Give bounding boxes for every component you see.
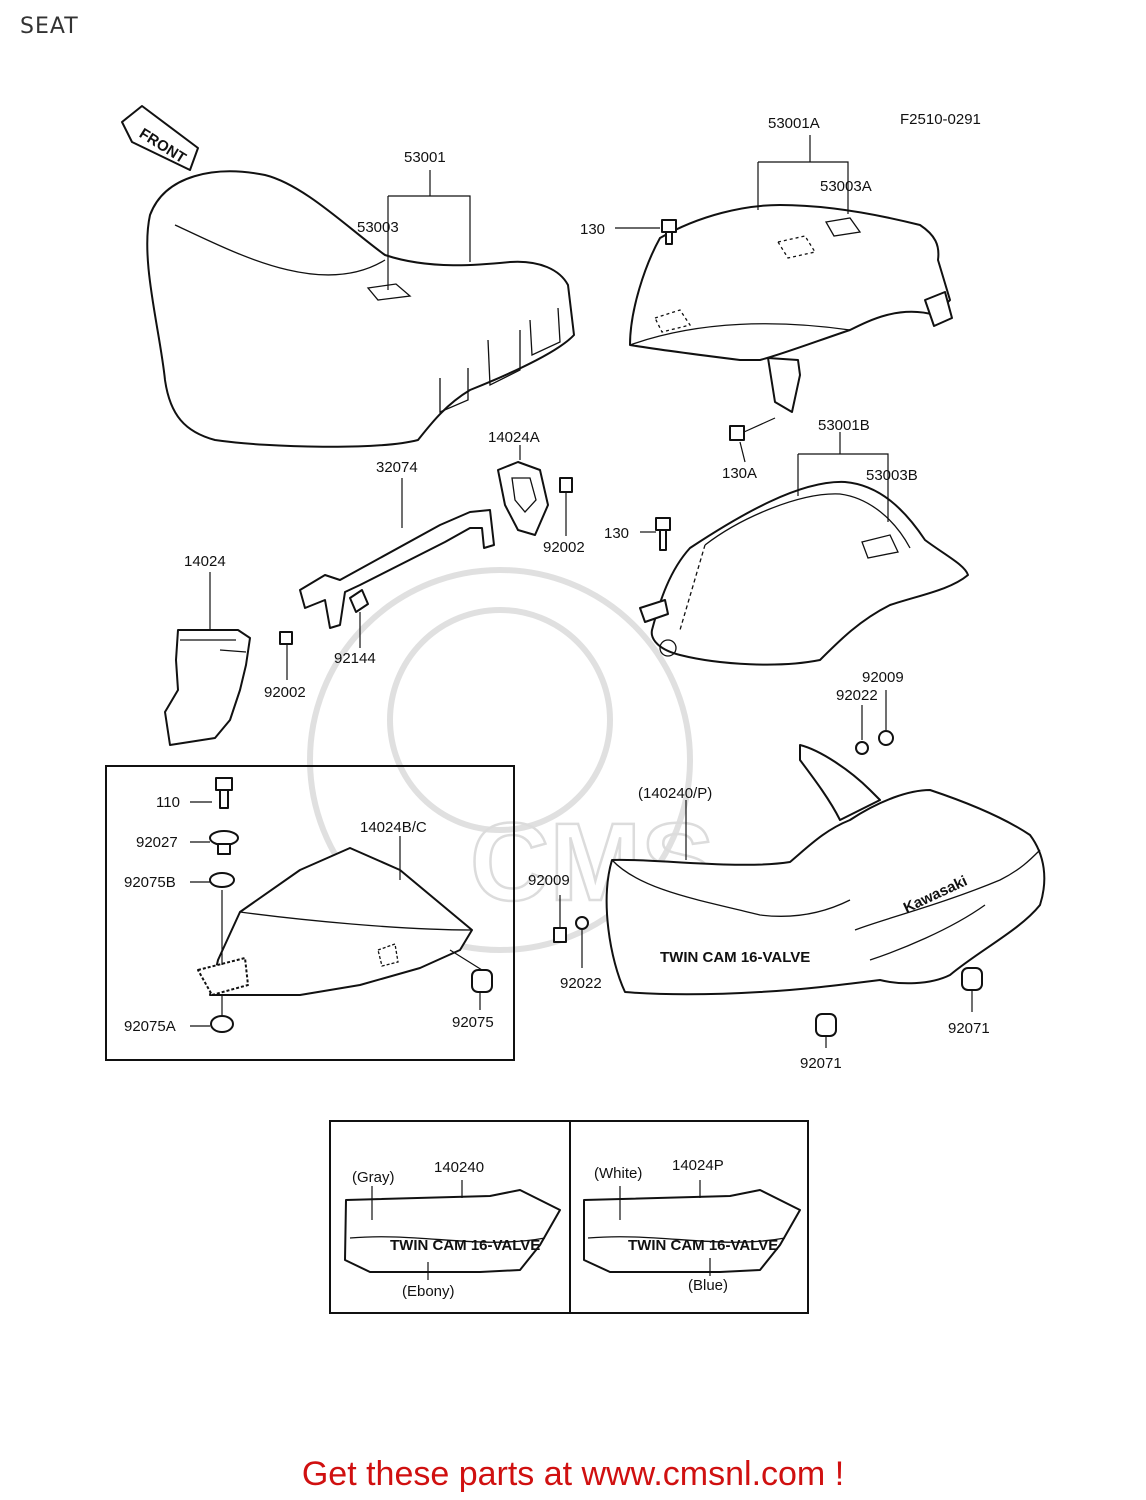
tail-cowl-140240P: Kawasaki TWIN CAM 16-VALVE (605, 744, 1046, 996)
detail-box-14024BC (105, 765, 515, 1061)
bracket-32074 (279, 509, 495, 645)
label-110: 110 (156, 794, 180, 811)
bolt-130-mid (639, 517, 671, 623)
label-92144: 92144 (334, 650, 376, 667)
label-130-mid: 130 (604, 525, 629, 542)
label-53001A: 53001A (768, 115, 820, 132)
label-140240-bottom-color: (Ebony) (402, 1283, 455, 1300)
diagram-code: F2510-0291 (900, 111, 981, 128)
label-92002-b: 92002 (264, 684, 306, 701)
front-arrow-icon: FRONT (121, 105, 199, 171)
variant-140240: TWIN CAM 16-VALVE (344, 1180, 561, 1280)
label-92022-b: 92022 (560, 975, 602, 992)
grommets-92071 (815, 967, 983, 1048)
label-92071-b: 92071 (948, 1020, 990, 1037)
label-14024: 14024 (184, 553, 226, 570)
label-53003: 53003 (357, 219, 399, 236)
label-14024BC: 14024B/C (360, 819, 427, 836)
page-title: SEAT (20, 14, 79, 39)
label-140240P: (140240/P) (638, 785, 712, 802)
variant-14024P: TWIN CAM 16-VALVE (583, 1180, 801, 1276)
label-92075B: 92075B (124, 874, 176, 891)
label-140240-top-color: (Gray) (352, 1169, 395, 1186)
main-seat-53001 (146, 170, 575, 448)
leader-32074 (286, 478, 403, 680)
leader-53001A (757, 135, 849, 214)
label-14024P-bottom-color: (Blue) (688, 1277, 728, 1294)
label-140240: 140240 (434, 1159, 484, 1176)
label-53001B: 53001B (818, 417, 870, 434)
side-cover-14024 (164, 572, 251, 746)
bolt-130A (729, 417, 776, 441)
variant-140240-stripe: TWIN CAM 16-VALVE (390, 1237, 540, 1254)
label-53001: 53001 (404, 149, 446, 166)
fasteners-92009-92022-a (855, 690, 894, 755)
label-32074: 32074 (376, 459, 418, 476)
variant-14024P-stripe: TWIN CAM 16-VALVE (628, 1237, 778, 1254)
rear-seat-53001A (629, 204, 953, 413)
label-92002-a: 92002 (543, 539, 585, 556)
label-53003A: 53003A (820, 178, 872, 195)
label-14024P: 14024P (672, 1157, 724, 1174)
fasteners-detail (190, 777, 493, 1033)
footer-link-text[interactable]: Get these parts at www.cmsnl.com ! (301, 1455, 845, 1493)
label-53003B: 53003B (866, 467, 918, 484)
tail-stripe-text: TWIN CAM 16-VALVE (660, 949, 810, 966)
leader-53001 (387, 170, 471, 290)
fasteners-92009-92022-b (553, 895, 589, 968)
label-92075: 92075 (452, 1014, 494, 1031)
label-92009-a: 92009 (862, 669, 904, 686)
bolt-130-top (615, 219, 677, 245)
label-92027: 92027 (136, 834, 178, 851)
label-14024P-top-color: (White) (594, 1165, 642, 1182)
label-14024A: 14024A (488, 429, 540, 446)
label-130A: 130A (722, 465, 757, 482)
footer-link[interactable]: Get these parts at www.cmsnl.com ! (0, 1455, 1146, 1494)
cover-14024BC (197, 847, 473, 996)
leader-53001B (797, 432, 889, 522)
label-92022-a: 92022 (836, 687, 878, 704)
label-92075A: 92075A (124, 1018, 176, 1035)
seat-cowl-53001B (650, 480, 969, 666)
label-92071-a: 92071 (800, 1055, 842, 1072)
label-92009-b: 92009 (528, 872, 570, 889)
label-130-top: 130 (580, 221, 605, 238)
bracket-14024A (497, 445, 573, 536)
